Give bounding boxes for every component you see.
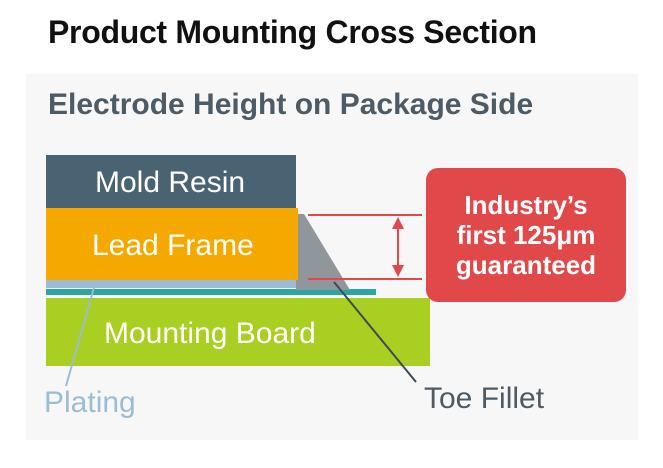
height-arrow-down	[392, 265, 404, 277]
lead-frame-layer	[46, 208, 298, 280]
plating-layer	[46, 278, 304, 288]
plating-leader-line	[65, 283, 96, 387]
toe-fillet	[296, 214, 350, 290]
callout-line-3: guaranteed	[455, 250, 597, 281]
toe-fillet-annotation: Toe Fillet	[424, 382, 545, 415]
plating-annotation: Plating	[44, 386, 136, 419]
height-arrow-up	[392, 217, 404, 229]
mold-resin-label: Mold Resin	[95, 166, 246, 199]
board-pad	[46, 289, 376, 295]
diagram-subtitle: Electrode Height on Package Side	[48, 88, 534, 121]
lead-frame-label: Lead Frame	[92, 229, 254, 262]
page-title: Product Mounting Cross Section	[48, 14, 537, 50]
height-callout: Industry’s first 125μm guaranteed	[426, 168, 626, 302]
mounting-board-layer	[46, 298, 430, 366]
callout-line-2: first 125μm	[456, 219, 596, 250]
toe-fillet-leader-line	[333, 281, 417, 383]
mold-resin-layer	[46, 155, 296, 208]
mounting-board-label: Mounting Board	[104, 317, 316, 350]
callout-line-1: Industry’s	[464, 189, 588, 220]
